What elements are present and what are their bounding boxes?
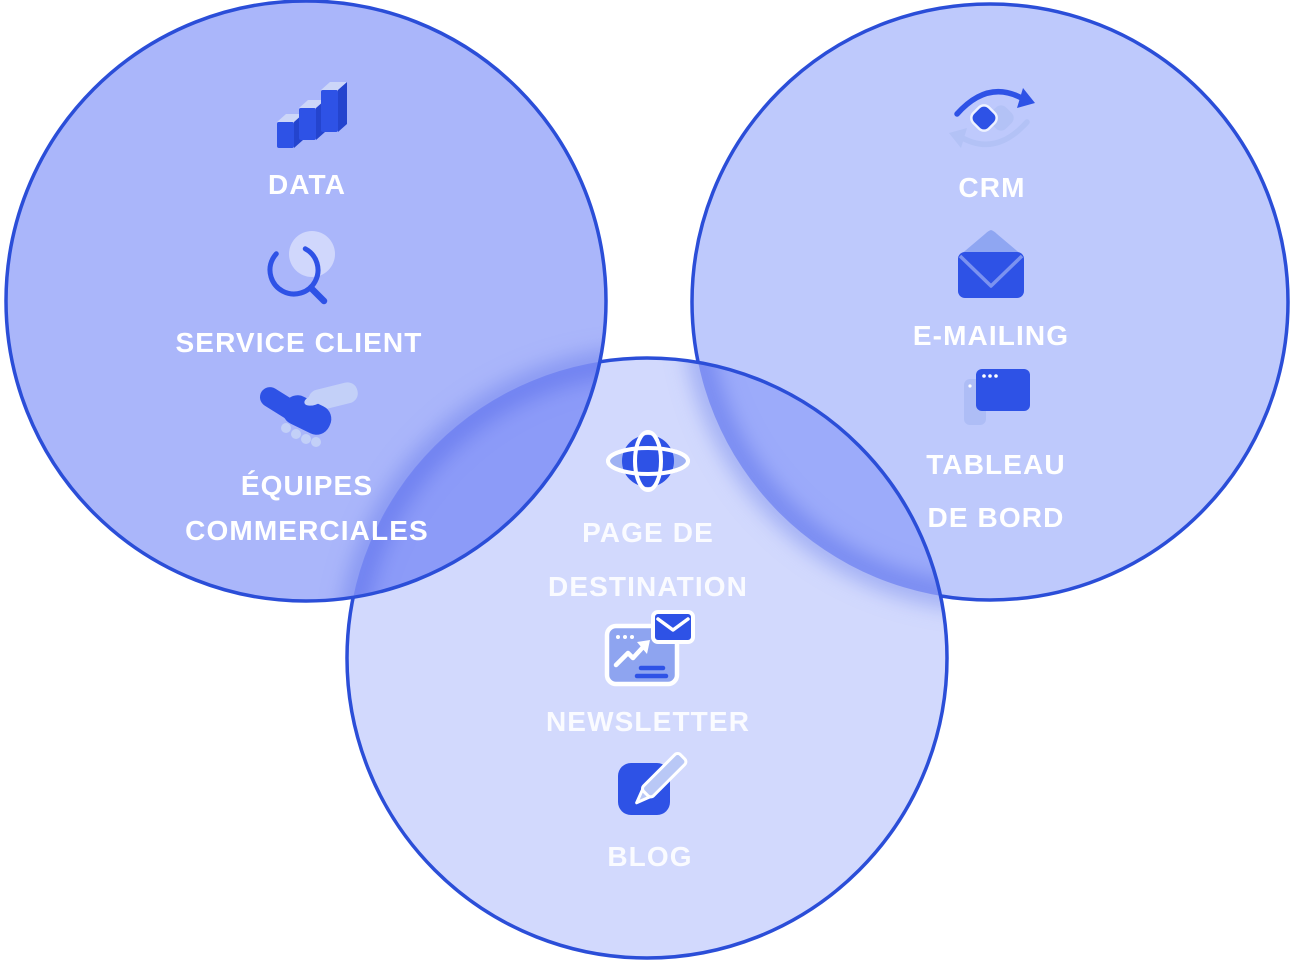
sync-arrows-icon xyxy=(949,88,1035,148)
bar-chart-3d-icon xyxy=(277,82,347,148)
magnifier-icon xyxy=(267,231,335,305)
item-label: BLOG xyxy=(607,841,693,872)
browser-window-icon xyxy=(964,369,1030,425)
right-circle-soft-edge xyxy=(683,0,1297,609)
item-page-de-destination: PAGE DE DESTINATION xyxy=(488,423,808,606)
newsletter-window-icon xyxy=(604,610,695,687)
item-label-line1: PAGE DE xyxy=(582,517,714,548)
center-circle-border xyxy=(345,356,949,960)
item-emailing: E-MAILING xyxy=(841,226,1141,355)
left-circle-border xyxy=(4,0,608,603)
item-service-client: SERVICE CLIENT xyxy=(149,228,449,362)
item-label: NEWSLETTER xyxy=(545,706,751,737)
item-label-line2: COMMERCIALES xyxy=(185,515,429,546)
center-circle-soft-edge xyxy=(338,349,956,964)
item-tableau-de-bord: TABLEAU DE BORD xyxy=(846,363,1146,537)
handshake-icon xyxy=(259,382,358,447)
item-label: CRM xyxy=(958,172,1026,203)
item-label-line1: TABLEAU xyxy=(926,449,1066,480)
left-circle xyxy=(6,1,606,601)
blog-pencil-icon xyxy=(618,752,688,815)
item-label: DATA xyxy=(267,169,347,200)
item-label: SERVICE CLIENT xyxy=(175,327,423,358)
item-crm: CRM xyxy=(842,76,1142,207)
item-blog: BLOG xyxy=(490,745,810,876)
item-label: E-MAILING xyxy=(912,320,1070,351)
item-label-line2: DESTINATION xyxy=(547,571,749,602)
open-envelope-icon xyxy=(958,230,1024,298)
item-label-line1: ÉQUIPES xyxy=(240,470,374,501)
item-label-line2: DE BORD xyxy=(927,502,1065,533)
item-newsletter: NEWSLETTER xyxy=(488,610,808,741)
right-circle-border xyxy=(690,2,1290,602)
item-equipes-commerciales: ÉQUIPES COMMERCIALES xyxy=(157,378,457,550)
globe-icon xyxy=(606,430,690,492)
item-data: DATA xyxy=(157,76,457,204)
